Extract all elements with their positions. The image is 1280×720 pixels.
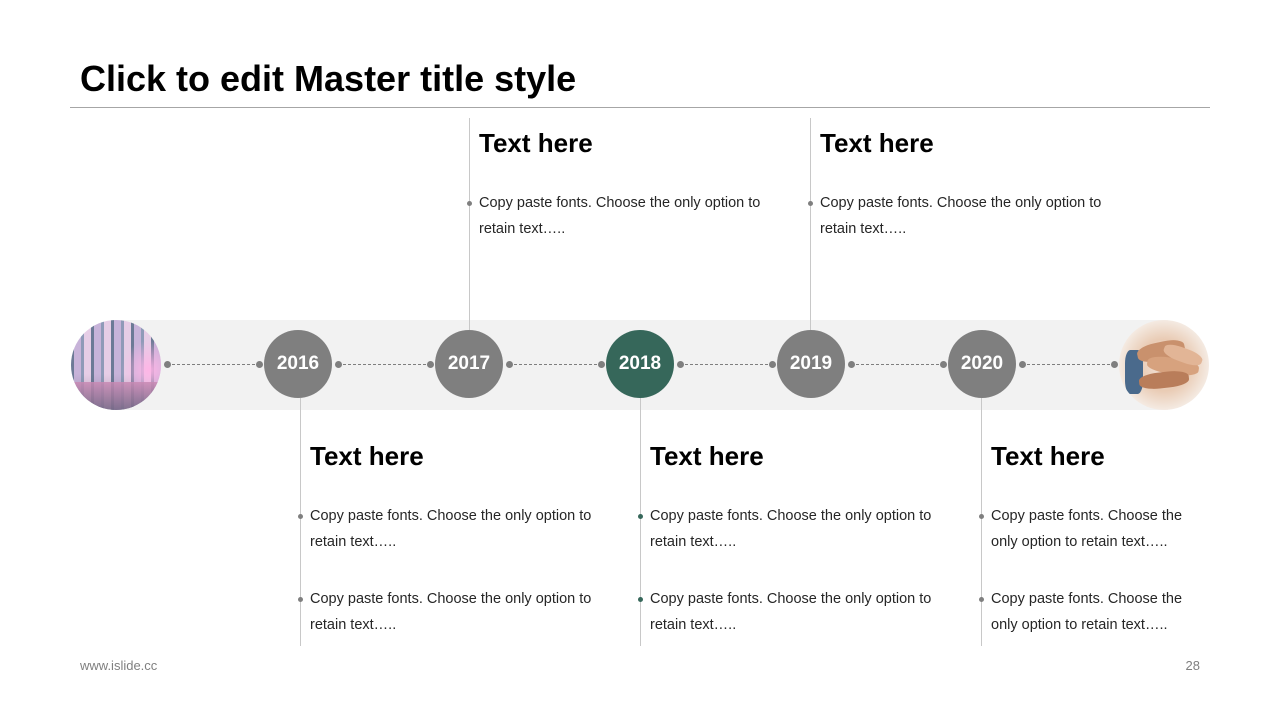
card-2018-text-2[interactable]: Copy paste fonts. Choose the only option… — [650, 591, 932, 633]
connector-dot — [677, 361, 684, 368]
card-2019-text[interactable]: Copy paste fonts. Choose the only option… — [820, 195, 1102, 237]
page-number: 28 — [1185, 658, 1200, 673]
connector-dot — [848, 361, 855, 368]
connector-line — [167, 364, 260, 365]
card-line-2019 — [810, 118, 811, 330]
card-2020-text-2[interactable]: Copy paste fonts. Choose the only option… — [991, 591, 1183, 633]
bullet-dot — [638, 597, 643, 602]
connector-dot — [940, 361, 947, 368]
connector-dot — [164, 361, 171, 368]
card-2018-title[interactable]: Text here — [650, 441, 764, 471]
photo-floor — [71, 382, 161, 410]
connector-line — [680, 364, 773, 365]
connector-line — [338, 364, 431, 365]
card-2017-text[interactable]: Copy paste fonts. Choose the only option… — [479, 195, 761, 237]
connector-line — [509, 364, 602, 365]
year-node-2017[interactable]: 2017 — [435, 330, 503, 398]
connector-dot — [335, 361, 342, 368]
card-line-2018 — [640, 398, 641, 646]
footer-website: www.islide.cc — [80, 658, 158, 673]
card-2017-title[interactable]: Text here — [479, 128, 593, 158]
connector-dot — [427, 361, 434, 368]
connector-dot — [506, 361, 513, 368]
card-2019-title[interactable]: Text here — [820, 128, 934, 158]
card-line-2016 — [300, 398, 301, 646]
office-interior-photo[interactable] — [71, 320, 161, 410]
bullet-dot — [979, 514, 984, 519]
title-divider — [70, 107, 1210, 108]
bullet-dot — [808, 201, 813, 206]
connector-line — [1022, 364, 1115, 365]
year-node-2016[interactable]: 2016 — [264, 330, 332, 398]
connector-dot — [769, 361, 776, 368]
card-2020-text-1[interactable]: Copy paste fonts. Choose the only option… — [991, 508, 1183, 550]
stacked-hands-photo[interactable] — [1119, 320, 1209, 410]
card-line-2020 — [981, 398, 982, 646]
connector-dot — [1019, 361, 1026, 368]
connector-dot — [256, 361, 263, 368]
connector-dot — [1111, 361, 1118, 368]
card-2016-title[interactable]: Text here — [310, 441, 424, 471]
bullet-dot — [979, 597, 984, 602]
photo-hand — [1138, 369, 1190, 391]
year-node-2020[interactable]: 2020 — [948, 330, 1016, 398]
card-line-2017 — [469, 118, 470, 330]
bullet-dot — [298, 514, 303, 519]
card-2018-text-1[interactable]: Copy paste fonts. Choose the only option… — [650, 508, 932, 550]
card-2016-text-2[interactable]: Copy paste fonts. Choose the only option… — [310, 591, 592, 633]
card-2020-title[interactable]: Text here — [991, 441, 1105, 471]
card-2016-text-1[interactable]: Copy paste fonts. Choose the only option… — [310, 508, 592, 550]
connector-line — [851, 364, 944, 365]
slide-title[interactable]: Click to edit Master title style — [80, 58, 577, 99]
bullet-dot — [467, 201, 472, 206]
bullet-dot — [638, 514, 643, 519]
connector-dot — [598, 361, 605, 368]
bullet-dot — [298, 597, 303, 602]
year-node-2018[interactable]: 2018 — [606, 330, 674, 398]
year-node-2019[interactable]: 2019 — [777, 330, 845, 398]
